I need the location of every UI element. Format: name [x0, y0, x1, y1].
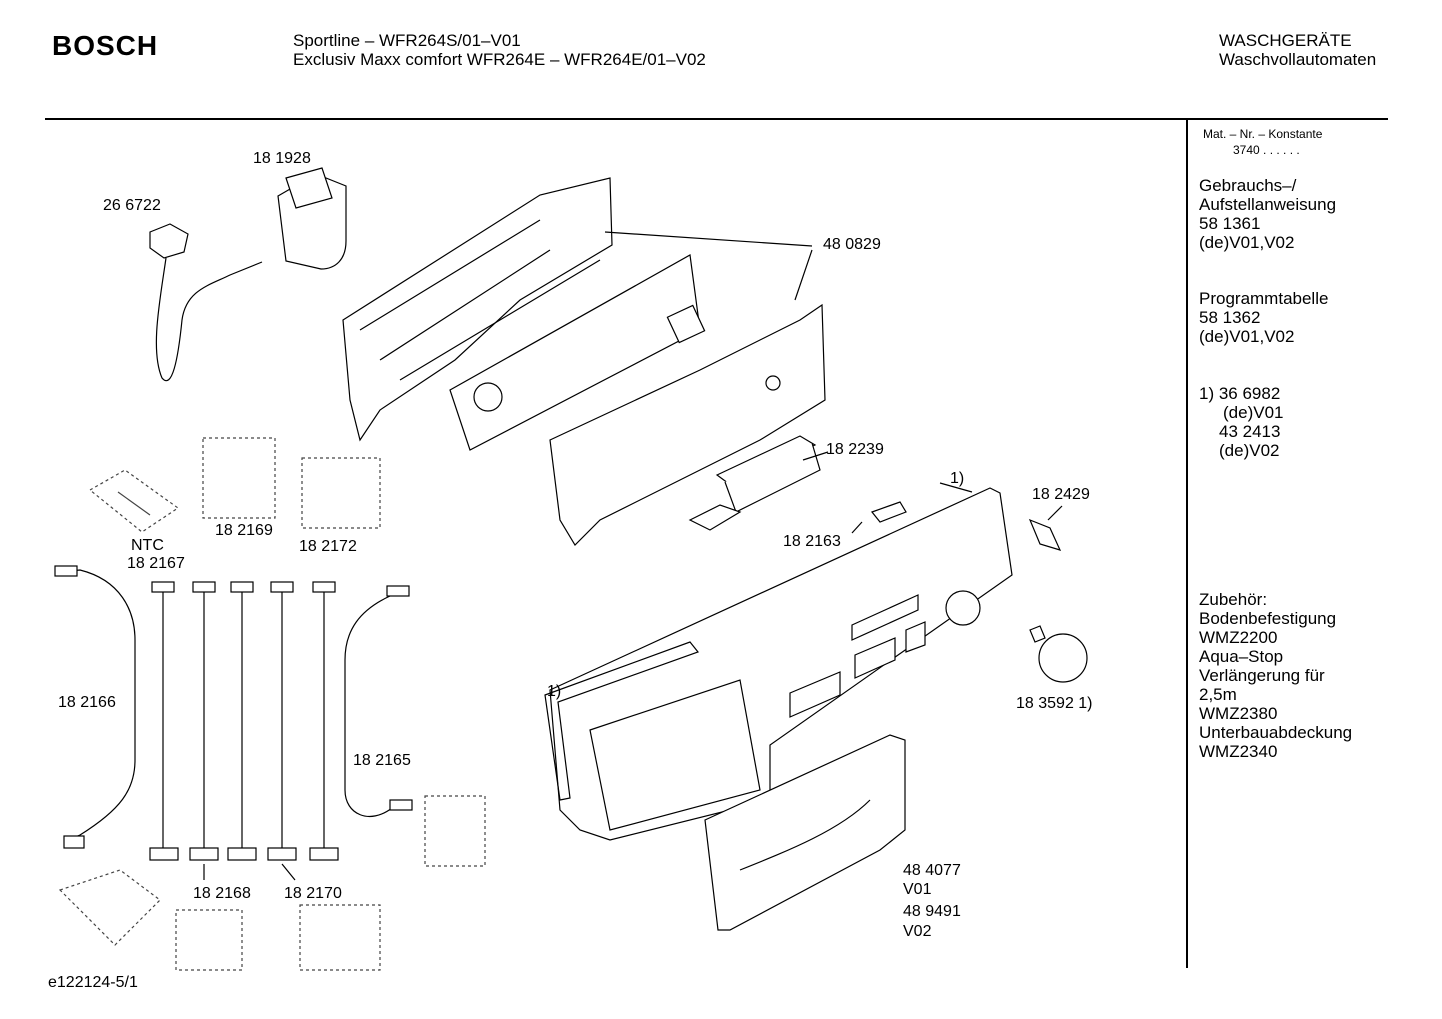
detergent-drawer-handle [704, 734, 906, 931]
leader-line [802, 451, 829, 461]
control-housing-right [549, 303, 826, 546]
part-label: NTC [131, 537, 164, 554]
part-label: 18 2166 [58, 694, 116, 711]
control-panel-fascia [549, 487, 1013, 841]
part-label: 18 2169 [215, 522, 273, 539]
mat-nr-value: 3740 . . . . . . [1233, 143, 1300, 157]
sidebar-line: 58 1362 [1199, 308, 1261, 327]
sidebar-line: Zubehör: [1199, 590, 1268, 609]
part-label: 18 2163 [783, 533, 841, 550]
sidebar-line: Bodenbefestigung [1199, 609, 1337, 628]
actuator-part [871, 501, 907, 523]
sidebar-line: 58 1361 [1199, 214, 1261, 233]
wiring-harness-182167 [149, 581, 179, 861]
leader-line [1047, 505, 1063, 521]
sidebar-line: WMZ2200 [1199, 628, 1278, 647]
sidebar-line: Verlängerung für [1199, 666, 1325, 685]
sidebar-line: WMZ2380 [1199, 704, 1278, 723]
part-label: 18 2170 [284, 885, 342, 902]
sidebar-line: 1) 36 6982 [1199, 384, 1281, 403]
part-label: 18 2172 [299, 538, 357, 555]
part-label: 18 2429 [1032, 486, 1090, 503]
category-subtitle: Waschvollautomaten [1219, 50, 1377, 69]
knob-part [1029, 625, 1088, 683]
sidebar-block-manual: Gebrauchs–/ Aufstellanweisung 58 1361 (d… [1199, 176, 1336, 252]
leader-line [604, 231, 813, 247]
leader-line [939, 482, 973, 493]
leader-line [281, 863, 296, 881]
sidebar-block-footnote: 1) 36 6982 (de)V01 43 2413 (de)V02 [1199, 384, 1283, 460]
sidebar-line: 2,5m [1199, 685, 1237, 704]
circuit-board [449, 254, 706, 451]
reference-boxes [175, 437, 486, 971]
footnote-marker: 1) [547, 683, 562, 700]
sidebar-line: Unterbauabdeckung [1199, 723, 1353, 742]
part-label: 18 2165 [353, 752, 411, 769]
model-line-1: Sportline – WFR264S/01–V01 [293, 31, 521, 50]
part-label: 48 9491 [903, 903, 961, 920]
brand-logo: BOSCH [52, 30, 159, 61]
sidebar-line: Aufstellanweisung [1199, 195, 1337, 214]
sidebar-line: WMZ2340 [1199, 742, 1278, 761]
category-title: WASCHGERÄTE [1219, 31, 1352, 50]
part-label: 18 1928 [253, 150, 311, 167]
part-label: 18 2239 [826, 441, 884, 458]
control-housing-left [342, 177, 613, 442]
gasket-part [544, 641, 699, 801]
sidebar-line: Gebrauchs–/ [1199, 176, 1297, 195]
power-cord [149, 223, 263, 382]
leader-line [851, 521, 863, 534]
part-label: V02 [903, 923, 932, 940]
leader-line [794, 249, 813, 301]
display-part [688, 435, 821, 531]
part-label: 18 2168 [193, 885, 251, 902]
ntc-sensor [88, 469, 180, 533]
wiring-harness-182169 [227, 581, 257, 861]
sidebar-line: Programmtabelle [1199, 289, 1329, 308]
part-label: V01 [903, 881, 932, 898]
sidebar-line: (de)V02 [1219, 441, 1280, 460]
part-label: 18 2167 [127, 555, 185, 572]
wiring-harness-182172 [309, 581, 339, 861]
part-label: 26 6722 [103, 197, 161, 214]
part-label: 18 3592 1) [1016, 695, 1093, 712]
wiring-harness-182168 [189, 581, 219, 861]
document-id: e122124-5/1 [48, 974, 138, 991]
wiring-harness-182165 [344, 585, 413, 818]
part-label: 48 0829 [823, 236, 881, 253]
sidebar-line: 43 2413 [1219, 422, 1281, 441]
clip-part [1028, 518, 1062, 551]
sidebar-line: (de)V01,V02 [1199, 233, 1295, 252]
wiring-harness-182170 [267, 581, 297, 861]
part-label: 48 4077 [903, 862, 961, 879]
sidebar-block-accessories: Zubehör: Bodenbefestigung WMZ2200 Aqua–S… [1199, 590, 1352, 761]
sidebar-line: (de)V01,V02 [1199, 327, 1295, 346]
footnote-marker: 1) [950, 470, 965, 487]
sidebar-line: Aqua–Stop [1199, 647, 1284, 666]
pump-sketch [58, 869, 161, 946]
capacitor-part [277, 167, 347, 270]
sidebar-block-program: Programmtabelle 58 1362 (de)V01,V02 [1199, 289, 1328, 346]
wiring-harness-182166 [54, 565, 136, 849]
sidebar-line: (de)V01 [1223, 403, 1284, 422]
model-line-2: Exclusiv Maxx comfort WFR264E – WFR264E/… [293, 50, 706, 69]
mat-nr-label: Mat. – Nr. – Konstante [1203, 127, 1323, 141]
